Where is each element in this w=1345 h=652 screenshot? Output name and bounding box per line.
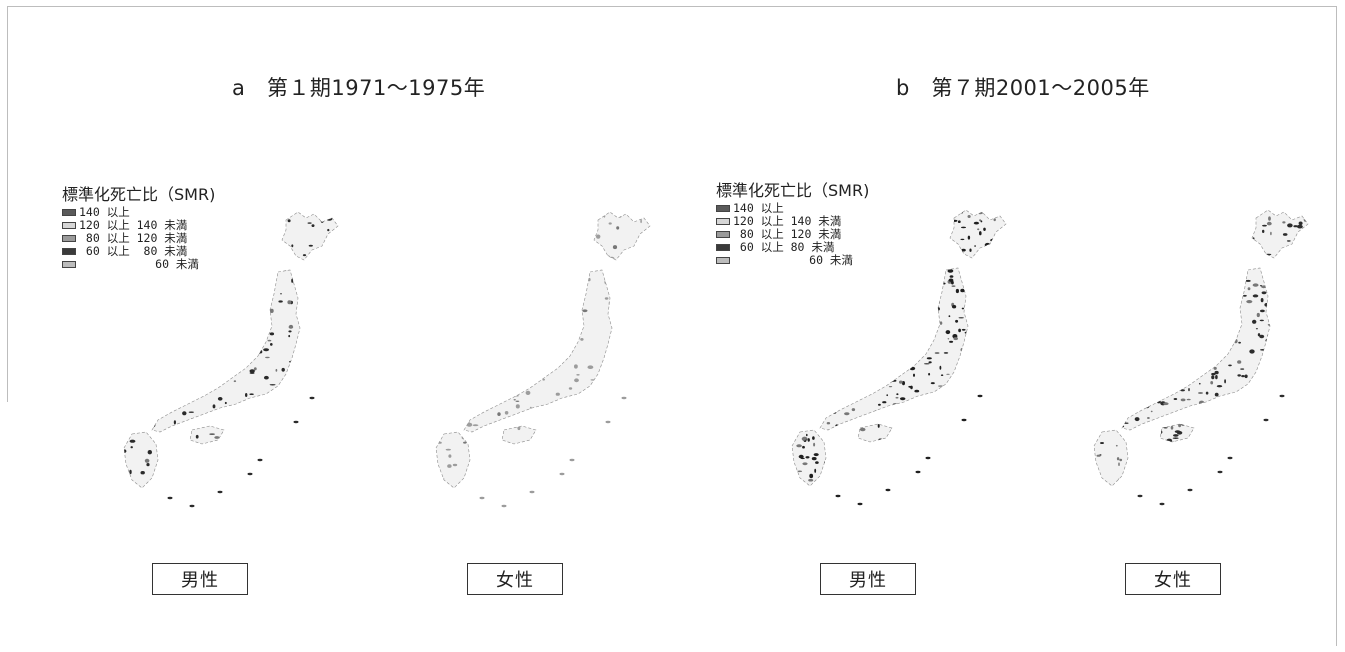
legend-swatch [716,244,730,251]
sex-label-box: 男性 [152,563,248,595]
sex-label-box: 女性 [1125,563,1221,595]
legend-item: 60 未満 [716,254,869,267]
small-island [621,396,627,400]
small-island [529,490,535,494]
legend-swatch [62,222,76,229]
island-outline [949,209,1007,259]
island-outline [501,425,537,445]
panel-a-legend: 標準化死亡比（SMR) 140 以上 120 以上 140 未満 80 以上 1… [62,186,215,271]
legend-swatch [716,218,730,225]
small-island [167,496,173,500]
island-outline [1121,267,1271,431]
island-outline [819,267,969,431]
legend-item: 80 以上 120 未満 [716,228,869,241]
legend-swatch [62,235,76,242]
legend-item: 140 以上 [716,202,869,215]
figure-frame [7,6,1337,646]
small-island [479,496,485,500]
small-island [1187,488,1193,492]
legend-swatch [62,248,76,255]
small-island [835,494,841,498]
island-outline [463,269,613,433]
island-outline [1251,209,1309,259]
legend-swatch [716,257,730,264]
legend-item: 60 以上 80 未満 [716,241,869,254]
small-island [309,396,315,400]
small-island [1217,470,1223,474]
small-island [1137,494,1143,498]
small-island [857,502,863,506]
panel-a-title: a 第１期1971～1975年 [232,76,486,100]
island-outline [123,431,159,489]
legend-title: 標準化死亡比（SMR) [62,185,216,204]
panel-b-legend: 標準化死亡比（SMR) 140 以上 120 以上 140 未満 80 以上 1… [716,182,869,267]
small-island [247,472,253,476]
legend-item: 80 以上 120 未満 [62,232,215,245]
small-island [217,490,223,494]
small-island [925,456,931,460]
small-island [1263,418,1269,422]
small-island [257,458,263,462]
japan-map-svg [791,209,1007,506]
small-island [1227,456,1233,460]
sex-label-box: 女性 [467,563,563,595]
small-island [1159,502,1165,506]
sex-label-box: 男性 [820,563,916,595]
small-island [961,418,967,422]
small-island [1279,394,1285,398]
small-island [293,420,299,424]
legend-item: 60 未満 [62,258,215,271]
island-outline [189,425,225,445]
legend-item: 120 以上 140 未満 [62,219,215,232]
frame-left-edge [7,6,8,402]
japan-map-svg [123,211,339,508]
legend-swatch [62,261,76,268]
legend-title: 標準化死亡比（SMR) [716,181,870,200]
small-island [569,458,575,462]
legend-swatch [62,209,76,216]
island-outline [435,431,471,489]
japan-map-svg [435,211,651,508]
island-outline [151,269,301,433]
legend-swatch [716,231,730,238]
island-outline [1093,429,1129,487]
japan-map-panel-b-female [1070,196,1320,526]
small-island [605,420,611,424]
island-outline [281,211,339,261]
japan-map-svg [1093,209,1309,506]
island-outline [593,211,651,261]
legend-swatch [716,205,730,212]
japan-map-panel-a-male [100,198,350,528]
legend-item: 60 以上 80 未満 [62,245,215,258]
island-outline [857,423,893,443]
legend-item: 140 以上 [62,206,215,219]
small-island [559,472,565,476]
small-island [501,504,507,508]
panel-b-title: b 第７期2001～2005年 [896,76,1150,100]
small-island [189,504,195,508]
small-island [915,470,921,474]
legend-item: 120 以上 140 未満 [716,215,869,228]
small-island [977,394,983,398]
japan-map-panel-b-male [768,196,1018,526]
small-island [885,488,891,492]
japan-map-panel-a-female [412,198,662,528]
